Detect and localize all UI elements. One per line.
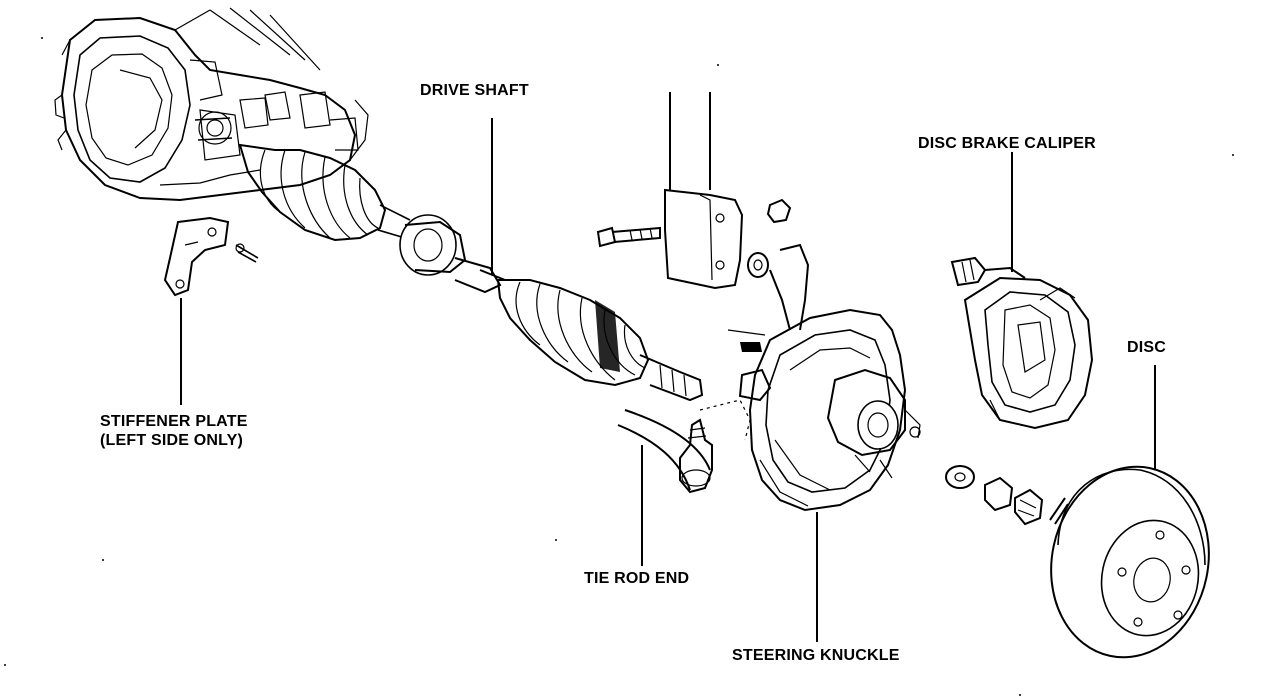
transaxle-housing: [54, 7, 369, 202]
disc-brake-caliper: [950, 256, 1094, 430]
stiffener-plate: [163, 216, 259, 297]
leader-lines: [180, 118, 1156, 642]
inner-cv-boot: [238, 143, 411, 242]
intermediate-shaft: [399, 214, 506, 294]
label-disc-brake-caliper: DISC BRAKE CALIPER: [918, 135, 1096, 152]
part-labels: DRIVE SHAFT DISC BRAKE CALIPER DISC STIF…: [100, 82, 1166, 664]
outer-cv-boot: [496, 279, 704, 402]
strut-assembly: [596, 92, 792, 290]
label-steering-knuckle: STEERING KNUCKLE: [732, 647, 900, 664]
steering-knuckle: [699, 243, 921, 512]
label-drive-shaft: DRIVE SHAFT: [420, 82, 529, 99]
label-stiffener-plate-note: (LEFT SIDE ONLY): [100, 432, 243, 449]
label-disc: DISC: [1127, 339, 1166, 356]
hub-hardware: [945, 465, 1069, 526]
label-stiffener-plate: STIFFENER PLATE: [100, 413, 248, 430]
brake-disc: [1050, 465, 1210, 659]
label-tie-rod-end: TIE ROD END: [584, 570, 689, 587]
scan-specks: [4, 37, 1234, 696]
tie-rod-end: [617, 409, 713, 494]
